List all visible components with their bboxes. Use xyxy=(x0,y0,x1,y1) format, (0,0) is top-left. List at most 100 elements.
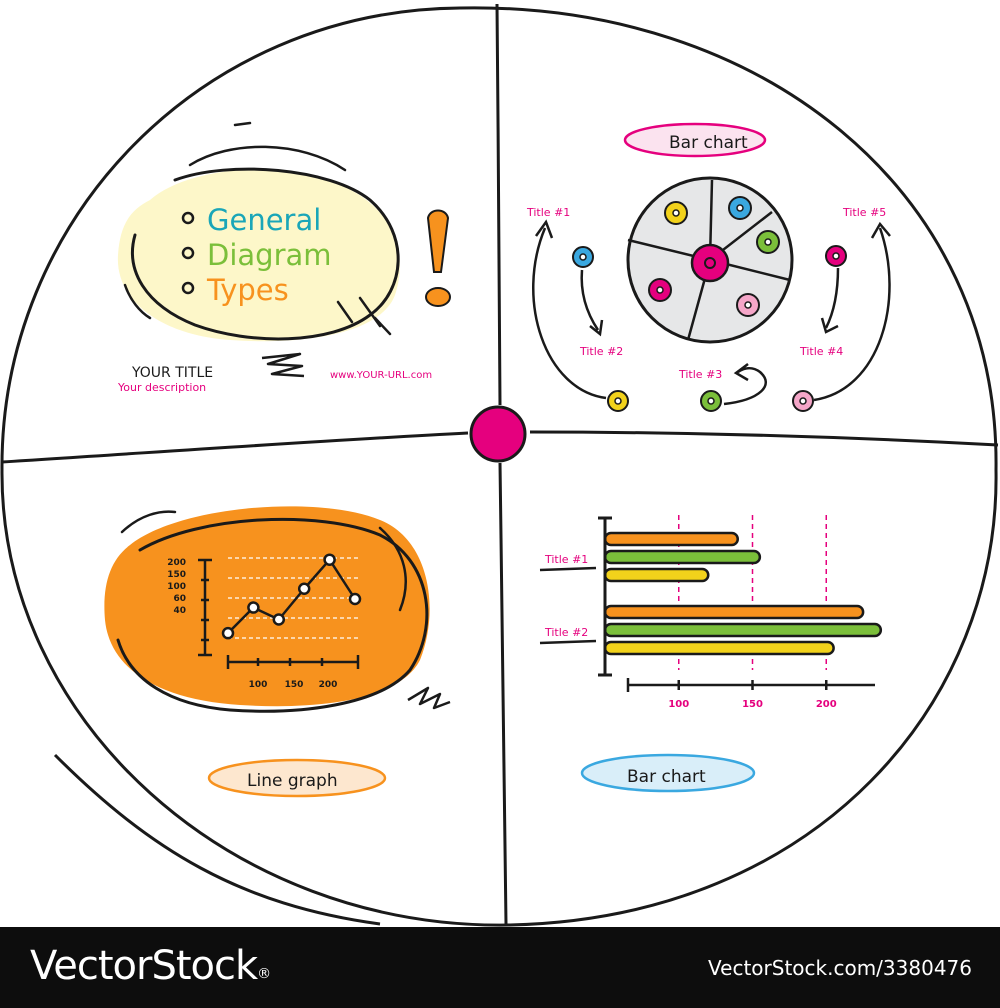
divider-horizontal-left xyxy=(1,431,469,464)
bar-chart-label: Bar chart xyxy=(627,767,706,787)
bar-group-underline xyxy=(539,566,597,572)
line-graph-point xyxy=(297,582,311,595)
line-graph-y-tick: 40 xyxy=(173,606,186,616)
arrowhead-icon xyxy=(589,319,604,337)
scribble-icon xyxy=(261,352,305,378)
bullet-icon xyxy=(181,246,195,260)
intro-blob-outline xyxy=(131,167,400,341)
bar-group-label-1: Title #1 xyxy=(544,553,588,566)
line-graph-gridlines xyxy=(228,557,358,639)
brand-name: VectorStock xyxy=(30,943,258,989)
footer-bar: VectorStock® VectorStock.com/3380476 xyxy=(0,927,1000,1008)
cycle-node-center xyxy=(799,397,807,405)
divider-horizontal-right xyxy=(529,430,999,447)
image-id: VectorStock.com/3380476 xyxy=(708,956,972,980)
pie-node-center xyxy=(672,209,680,217)
cycle-label: Bar chart xyxy=(669,133,748,153)
cycle-node-center xyxy=(707,397,715,405)
cycle-node-center xyxy=(832,252,840,260)
vectorstock-logo: VectorStock® xyxy=(30,941,271,991)
line-graph-y-tick: 200 xyxy=(167,558,186,568)
intro-quadrant: General Diagram Types YOUR TITLE Your de… xyxy=(117,121,451,394)
line-graph-x-tick: 150 xyxy=(285,680,304,690)
line-graph-quadrant: 200 150 100 60 40 100 150 200 Line graph xyxy=(104,506,451,798)
cycle-title-2: Title #2 xyxy=(579,345,623,358)
line-graph-x-tick: 200 xyxy=(319,680,338,690)
intro-sketch-stroke xyxy=(188,145,347,172)
line-graph-series xyxy=(221,553,362,640)
cycle-arrow xyxy=(723,367,767,406)
divider-vertical-bottom xyxy=(498,462,508,925)
arrowhead-icon xyxy=(870,221,891,239)
line-graph-point xyxy=(348,592,362,606)
bullet-icon xyxy=(181,211,195,225)
registered-mark: ® xyxy=(257,966,271,982)
arrowhead-icon xyxy=(534,219,554,239)
center-dot xyxy=(469,405,527,463)
pie-hub xyxy=(690,243,730,283)
bullet-icon xyxy=(181,281,195,295)
line-graph-y-tick: 100 xyxy=(167,582,186,592)
cycle-node-center xyxy=(614,397,622,405)
cycle-title-3: Title #3 xyxy=(678,368,722,381)
arrowhead-icon xyxy=(820,317,839,334)
line-graph-point xyxy=(247,601,260,614)
pie-hub-inner xyxy=(704,257,716,269)
cycle-title-5: Title #5 xyxy=(842,206,886,219)
outer-circle xyxy=(0,6,998,927)
bar xyxy=(603,604,865,620)
bar xyxy=(603,567,710,583)
bar-group-underline xyxy=(539,639,597,645)
line-graph-y-ticks: 200 150 100 60 40 xyxy=(167,558,186,616)
your-url: www.YOUR-URL.com xyxy=(330,370,432,381)
line-graph-label-ring xyxy=(207,758,387,798)
line-graph-blob-outline xyxy=(116,517,429,713)
intro-sketch-stroke xyxy=(123,283,152,320)
intro-title-line-types: Types xyxy=(206,273,289,307)
bar-group-label-2: Title #2 xyxy=(544,626,588,639)
your-description: Your description xyxy=(117,381,206,394)
cycle-node-center xyxy=(579,253,587,261)
line-graph-y-axis xyxy=(198,558,212,657)
intro-title-line-diagram: Diagram xyxy=(207,238,332,272)
pie-node-center xyxy=(744,301,752,309)
cycle-title-1: Title #1 xyxy=(526,206,570,219)
line-graph-y-tick: 150 xyxy=(167,570,186,580)
line-graph-blob-fill xyxy=(104,506,430,707)
bar xyxy=(603,531,739,547)
intro-sketch-stroke xyxy=(336,296,392,336)
line-graph-point xyxy=(221,626,235,640)
bar-chart-x-tick: 150 xyxy=(742,699,763,710)
intro-sketch-stroke xyxy=(233,121,252,127)
scribble-icon xyxy=(407,686,451,710)
line-graph-point xyxy=(272,613,286,626)
bar-chart-label-ring xyxy=(580,753,756,793)
cycle-arrow xyxy=(580,269,600,331)
cycle-quadrant: Bar chart xyxy=(526,122,891,412)
line-graph-y-tick: 60 xyxy=(173,594,186,604)
cycle-title-4: Title #4 xyxy=(799,345,843,358)
line-graph-x-axis xyxy=(226,655,360,669)
bar-chart-label-ring xyxy=(623,122,767,158)
cycle-arrow xyxy=(813,227,891,402)
line-graph-sketch-stroke xyxy=(120,510,177,534)
line-graph-point xyxy=(323,553,336,566)
line-graph-label: Line graph xyxy=(247,771,338,791)
bar xyxy=(603,549,762,565)
bar-chart-y-axis xyxy=(598,516,612,677)
exclamation-dot-icon xyxy=(425,287,451,307)
pie-node-center xyxy=(764,238,772,246)
divider-vertical-top xyxy=(495,3,502,406)
line-graph-sketch-stroke xyxy=(378,526,407,612)
exclamation-icon xyxy=(426,209,450,273)
outer-stroke-left xyxy=(53,753,381,926)
pie-divider xyxy=(627,179,791,341)
pie-node-center xyxy=(656,286,664,294)
bar-chart-x-tick: 200 xyxy=(816,699,837,710)
cycle-arrow xyxy=(532,227,607,400)
bar xyxy=(603,640,835,656)
